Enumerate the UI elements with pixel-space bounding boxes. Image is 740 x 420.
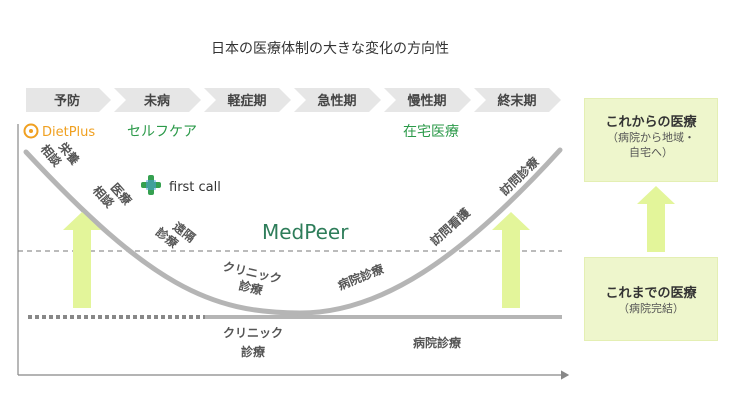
stage-label-mild: 軽症期 bbox=[227, 93, 266, 109]
future-care-box: これからの医療 （病院から地域・ 自宅へ） bbox=[584, 98, 718, 182]
firstcall-wordmark: first call bbox=[169, 180, 221, 195]
stage-label-chronic: 慢性期 bbox=[407, 93, 446, 109]
past-care-title: これまでの医療 bbox=[605, 286, 697, 301]
dietplus-logo: DietPlus bbox=[23, 123, 95, 140]
stage-chevron-4 bbox=[294, 88, 381, 112]
past-care-box: これまでの医療 （病院完結） bbox=[584, 257, 718, 341]
stage-chevron-1 bbox=[26, 88, 111, 112]
stage-label-mibyo: 未病 bbox=[143, 93, 170, 109]
baseline-clinic-line1: クリニック bbox=[223, 326, 283, 340]
stage-bar: 予防 未病 軽症期 急性期 慢性期 終末期 bbox=[26, 88, 561, 112]
up-arrow-right bbox=[492, 212, 530, 308]
home-care-label: 在宅医療 bbox=[403, 123, 459, 140]
stage-label-acute: 急性期 bbox=[317, 93, 356, 109]
stage-chevron-2 bbox=[114, 88, 201, 112]
baseline-hospital-label: 病院診療 bbox=[413, 335, 461, 350]
up-arrow-left bbox=[63, 212, 101, 308]
dietplus-icon bbox=[23, 123, 39, 139]
future-care-title: これからの医療 bbox=[605, 115, 697, 130]
stage-label-terminal: 終末期 bbox=[497, 93, 536, 109]
up-arrow-right-panel bbox=[637, 186, 675, 252]
curve-clinic-line2: 診療 bbox=[237, 277, 264, 297]
selfcare-label: セルフケア bbox=[127, 124, 197, 140]
care-curve bbox=[23, 147, 563, 316]
curve-hospital-label: 病院診療 bbox=[336, 261, 386, 293]
future-care-sub-line2: 自宅へ） bbox=[629, 146, 673, 159]
baseline-clinic-line2: 診療 bbox=[241, 344, 265, 359]
dietplus-wordmark: DietPlus bbox=[42, 125, 95, 140]
past-care-sub: （病院完結） bbox=[618, 302, 684, 315]
firstcall-logo: first call bbox=[141, 175, 221, 195]
stage-label-prevention: 予防 bbox=[54, 93, 80, 109]
stage-chevron-6 bbox=[474, 88, 561, 112]
diagram-title: 日本の医療体制の大きな変化の方向性 bbox=[211, 40, 449, 57]
future-care-sub-line1: （病院から地域・ bbox=[607, 131, 695, 144]
stage-chevron-5 bbox=[384, 88, 471, 112]
stage-chevron-3 bbox=[204, 88, 291, 112]
medpeer-logo: MedPeer bbox=[262, 220, 349, 244]
